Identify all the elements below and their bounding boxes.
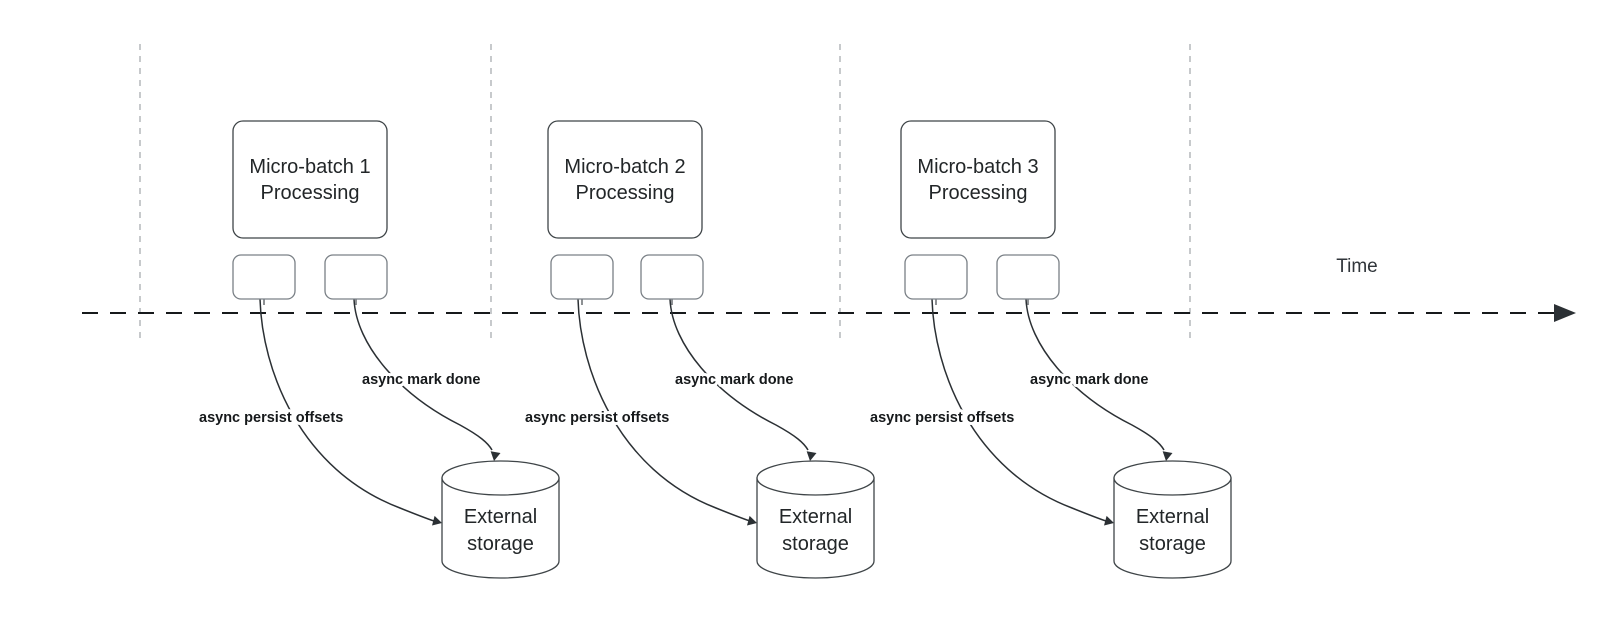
edge-async-mark-done-3-label: async mark done <box>1030 372 1148 388</box>
edge-async-persist-offsets-2-arrow-icon <box>747 515 757 526</box>
edge-async-mark-done-3 <box>1025 298 1165 451</box>
micro-batch-label-line2-1: Processing <box>261 182 360 204</box>
external-storage-2-label-line2: storage <box>782 533 849 555</box>
micro-batch-box-3[interactable] <box>900 120 1056 239</box>
micro-batch-box-2[interactable] <box>547 120 703 239</box>
flow-edges-group <box>259 298 1173 526</box>
mini-box-mark-2[interactable] <box>640 254 704 300</box>
micro-batch-label-line1-2: Micro-batch 2 <box>564 156 685 178</box>
micro-batch-label-line1-3: Micro-batch 3 <box>917 156 1038 178</box>
micro-batch-label-line2-3: Processing <box>929 182 1028 204</box>
edge-async-persist-offsets-1-label-halo: async persist offsets <box>199 410 343 426</box>
edge-async-persist-offsets-3-label-halo: async persist offsets <box>870 410 1014 426</box>
micro-batch-box-1[interactable] <box>232 120 388 239</box>
edge-async-persist-offsets-1 <box>259 298 435 522</box>
external-storage-1[interactable]: External storage <box>441 460 560 579</box>
edge-async-persist-offsets-2-label-halo: async persist offsets <box>525 410 669 426</box>
edge-async-persist-offsets-3-arrow-icon <box>1104 515 1114 526</box>
micro-batch-label-line1-1: Micro-batch 1 <box>249 156 370 178</box>
mini-box-mark-1[interactable] <box>324 254 388 300</box>
edge-async-mark-done-1-label-halo: async mark done <box>362 372 480 388</box>
edge-async-mark-done-2 <box>669 298 809 451</box>
micro-batch-node-1[interactable]: Micro-batch 1 Processing <box>232 120 388 239</box>
edge-async-mark-done-1 <box>353 298 493 451</box>
edge-async-mark-done-1-arrow-icon <box>490 451 501 461</box>
edge-async-persist-offsets-1-arrow-icon <box>432 515 442 526</box>
time-axis-label: Time <box>1336 256 1378 277</box>
micro-batch-label-line2-2: Processing <box>576 182 675 204</box>
edge-async-mark-done-2-label: async mark done <box>675 372 793 388</box>
external-storage-3[interactable]: External storage <box>1113 460 1232 579</box>
edge-async-mark-done-3-arrow-icon <box>1162 451 1173 461</box>
external-storage-2-body <box>756 477 875 579</box>
edge-async-persist-offsets-2 <box>577 298 751 522</box>
external-storage-1-label-line2: storage <box>467 533 534 555</box>
external-storage-2[interactable]: External storage <box>756 460 875 579</box>
time-label-group: Time <box>1336 256 1378 277</box>
micro-batch-node-3[interactable]: Micro-batch 3 Processing <box>900 120 1056 239</box>
edge-async-persist-offsets-3 <box>931 298 1107 522</box>
mini-box-persist-1[interactable] <box>232 254 296 300</box>
external-storage-1-body <box>441 477 560 579</box>
external-storage-2-top-ellipse <box>756 460 875 496</box>
micro-batch-node-2[interactable]: Micro-batch 2 Processing <box>547 120 703 239</box>
timeline-arrow-icon <box>1554 304 1576 322</box>
external-storage-3-label-line1: External <box>1136 506 1209 528</box>
external-storage-1-top-ellipse <box>441 460 560 496</box>
external-storage-2-label-line1: External <box>779 506 852 528</box>
edge-async-persist-offsets-2-label: async persist offsets <box>525 410 669 426</box>
mini-box-persist-3[interactable] <box>904 254 968 300</box>
edge-labels-group: async persist offsets async persist offse… <box>196 369 1151 429</box>
edge-async-persist-offsets-3-label: async persist offsets <box>870 410 1014 426</box>
external-storage-3-body <box>1113 477 1232 579</box>
external-storage-1-label-line1: External <box>464 506 537 528</box>
mini-box-persist-2[interactable] <box>550 254 614 300</box>
timeline-axis-group <box>82 304 1576 322</box>
edge-async-mark-done-2-label-halo: async mark done <box>675 372 793 388</box>
edge-async-mark-done-3-label-halo: async mark done <box>1030 372 1148 388</box>
external-storage-3-top-ellipse <box>1113 460 1232 496</box>
edge-async-mark-done-2-arrow-icon <box>806 451 817 461</box>
gridlines-group <box>139 44 1191 338</box>
mini-box-mark-3[interactable] <box>996 254 1060 300</box>
edge-async-persist-offsets-1-label: async persist offsets <box>199 410 343 426</box>
external-storage-3-label-line2: storage <box>1139 533 1206 555</box>
edge-async-mark-done-1-label: async mark done <box>362 372 480 388</box>
